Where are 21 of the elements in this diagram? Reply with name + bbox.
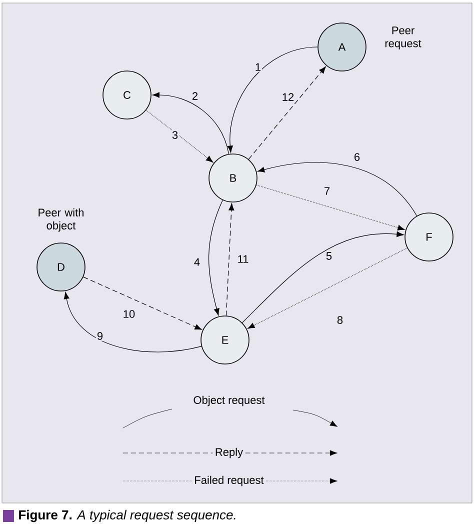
- edge-label: 12: [280, 92, 296, 102]
- edge-label: 11: [236, 254, 250, 264]
- legend-label: Failed request: [195, 476, 264, 486]
- arrow: [146, 110, 214, 162]
- arrow: [83, 276, 202, 330]
- legend-label: Object request: [194, 396, 265, 406]
- arrow: [226, 203, 234, 316]
- arrow: [256, 184, 405, 230]
- arrow: [242, 231, 404, 324]
- arrow: [64, 292, 202, 352]
- edge-label: 10: [122, 309, 136, 319]
- node-caption: Peer request: [385, 26, 422, 50]
- arrow: [227, 46, 318, 153]
- caption: Figure 7. A typical request sequence.: [19, 510, 236, 522]
- arrow: [248, 66, 326, 160]
- arrow: [248, 248, 408, 329]
- node-caption: Peer with object: [38, 208, 84, 232]
- legend-label: Reply: [216, 448, 244, 458]
- arrow: [208, 200, 223, 316]
- arrow: [152, 92, 230, 154]
- arrow: [257, 162, 418, 216]
